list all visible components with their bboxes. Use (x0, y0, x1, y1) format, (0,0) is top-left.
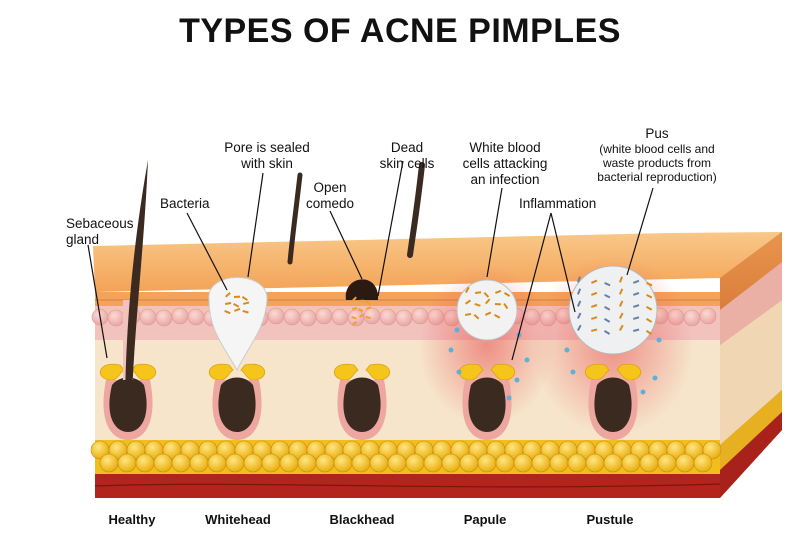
surface-hair (287, 172, 303, 265)
label-bacteria: Bacteria (160, 196, 210, 211)
leader-lines (87, 160, 654, 361)
follicle-healthy (99, 160, 157, 440)
type-label-whitehead: Whitehead (205, 512, 271, 527)
type-label-healthy: Healthy (108, 512, 156, 527)
follicle-papule (448, 279, 530, 440)
type-label-papule: Papule (463, 512, 507, 527)
follicle-pustule (564, 265, 662, 440)
follicle-blackhead (333, 162, 425, 440)
type-label-blackhead: Blackhead (329, 512, 395, 527)
type-label-pustule: Pustule (586, 512, 634, 527)
skin-surface (93, 232, 782, 292)
label-inflammation: Inflammation (519, 196, 597, 211)
follicle-whitehead (208, 277, 268, 440)
papule-inflammation (419, 265, 555, 425)
diagram-title: TYPES OF ACNE PIMPLES (179, 12, 621, 50)
